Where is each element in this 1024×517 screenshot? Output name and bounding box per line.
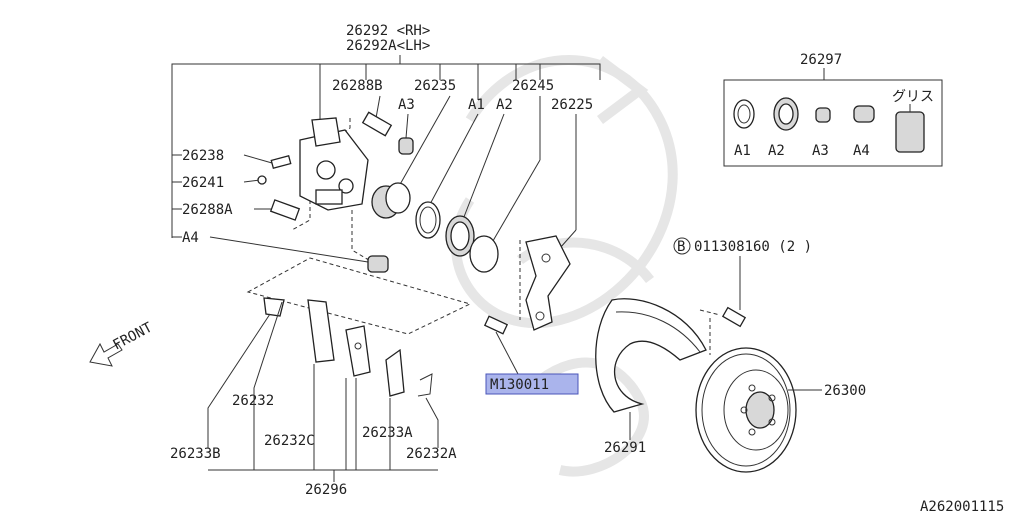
label-grease: グリス [892, 89, 934, 105]
front-label: FRONT [110, 319, 155, 353]
label-26233b: 26233B [170, 446, 221, 462]
label-a1: A1 [468, 97, 485, 113]
label-26245: 26245 [512, 78, 554, 94]
kit-label-a3: A3 [812, 143, 829, 159]
pad-26232 [263, 297, 285, 317]
pad-26232c [307, 299, 335, 363]
label-26232c: 26232C [264, 433, 315, 449]
kit-cap-a3 [815, 107, 831, 123]
bolt-icon [721, 306, 747, 328]
shim-26233b [385, 348, 405, 397]
support-26225 [525, 235, 571, 331]
label-26288b: 26288B [332, 78, 383, 94]
kit-seal-a1 [733, 99, 755, 129]
bolt-mark: B [677, 239, 685, 255]
highlight-box[interactable]: M130011 [485, 373, 579, 395]
label-a3: A3 [398, 97, 415, 113]
label-26291: 26291 [604, 440, 646, 456]
bolt-callout: B 011308160 (2 ) [673, 237, 812, 328]
highlight-label[interactable]: M130011 [490, 377, 549, 393]
label-26232a: 26232A [406, 446, 457, 462]
label-26288a: 26288A [182, 202, 233, 218]
label-a2: A2 [496, 97, 513, 113]
kit-grease-pack [895, 111, 925, 153]
label-26292a-lh: 26292A<LH> [346, 38, 430, 54]
rotor-26300 [695, 347, 797, 473]
cap-a3 [398, 137, 414, 155]
bushing-a4 [367, 255, 389, 273]
label-26232: 26232 [232, 393, 274, 409]
caliper-body [299, 117, 369, 211]
front-arrow: FRONT [89, 319, 156, 367]
backing-plate-26291 [595, 298, 707, 413]
label-26225: 26225 [551, 97, 593, 113]
kit-bushing-a4 [853, 105, 875, 123]
cap-26241 [257, 175, 267, 185]
bolt-m130011 [483, 315, 509, 335]
guide-pin-26288a [269, 199, 301, 221]
label-26292-rh: 26292 <RH> [346, 23, 430, 39]
kit-label-a2: A2 [768, 143, 785, 159]
kit-26297: 26297 グリス A1 A2 A3 A4 [723, 52, 943, 167]
ring-26245 [469, 235, 499, 273]
label-26296: 26296 [305, 482, 347, 498]
label-26235: 26235 [414, 78, 456, 94]
kit-label-a4: A4 [853, 143, 870, 159]
label-26241: 26241 [182, 175, 224, 191]
pad-26233a [345, 325, 371, 377]
label-26297: 26297 [800, 52, 842, 68]
clip-26232a [417, 373, 433, 397]
diagram-id: A262001115 [920, 499, 1004, 512]
label-26233a: 26233A [362, 425, 413, 441]
label-a4: A4 [182, 230, 199, 246]
guide-pin-26288b [361, 111, 393, 137]
bleeder-26238 [270, 155, 292, 169]
piston-26235 [371, 182, 411, 219]
bolt-code: 011308160 (2 ) [694, 239, 812, 255]
label-26300: 26300 [824, 383, 866, 399]
kit-label-a1: A1 [734, 143, 751, 159]
label-26238: 26238 [182, 148, 224, 164]
